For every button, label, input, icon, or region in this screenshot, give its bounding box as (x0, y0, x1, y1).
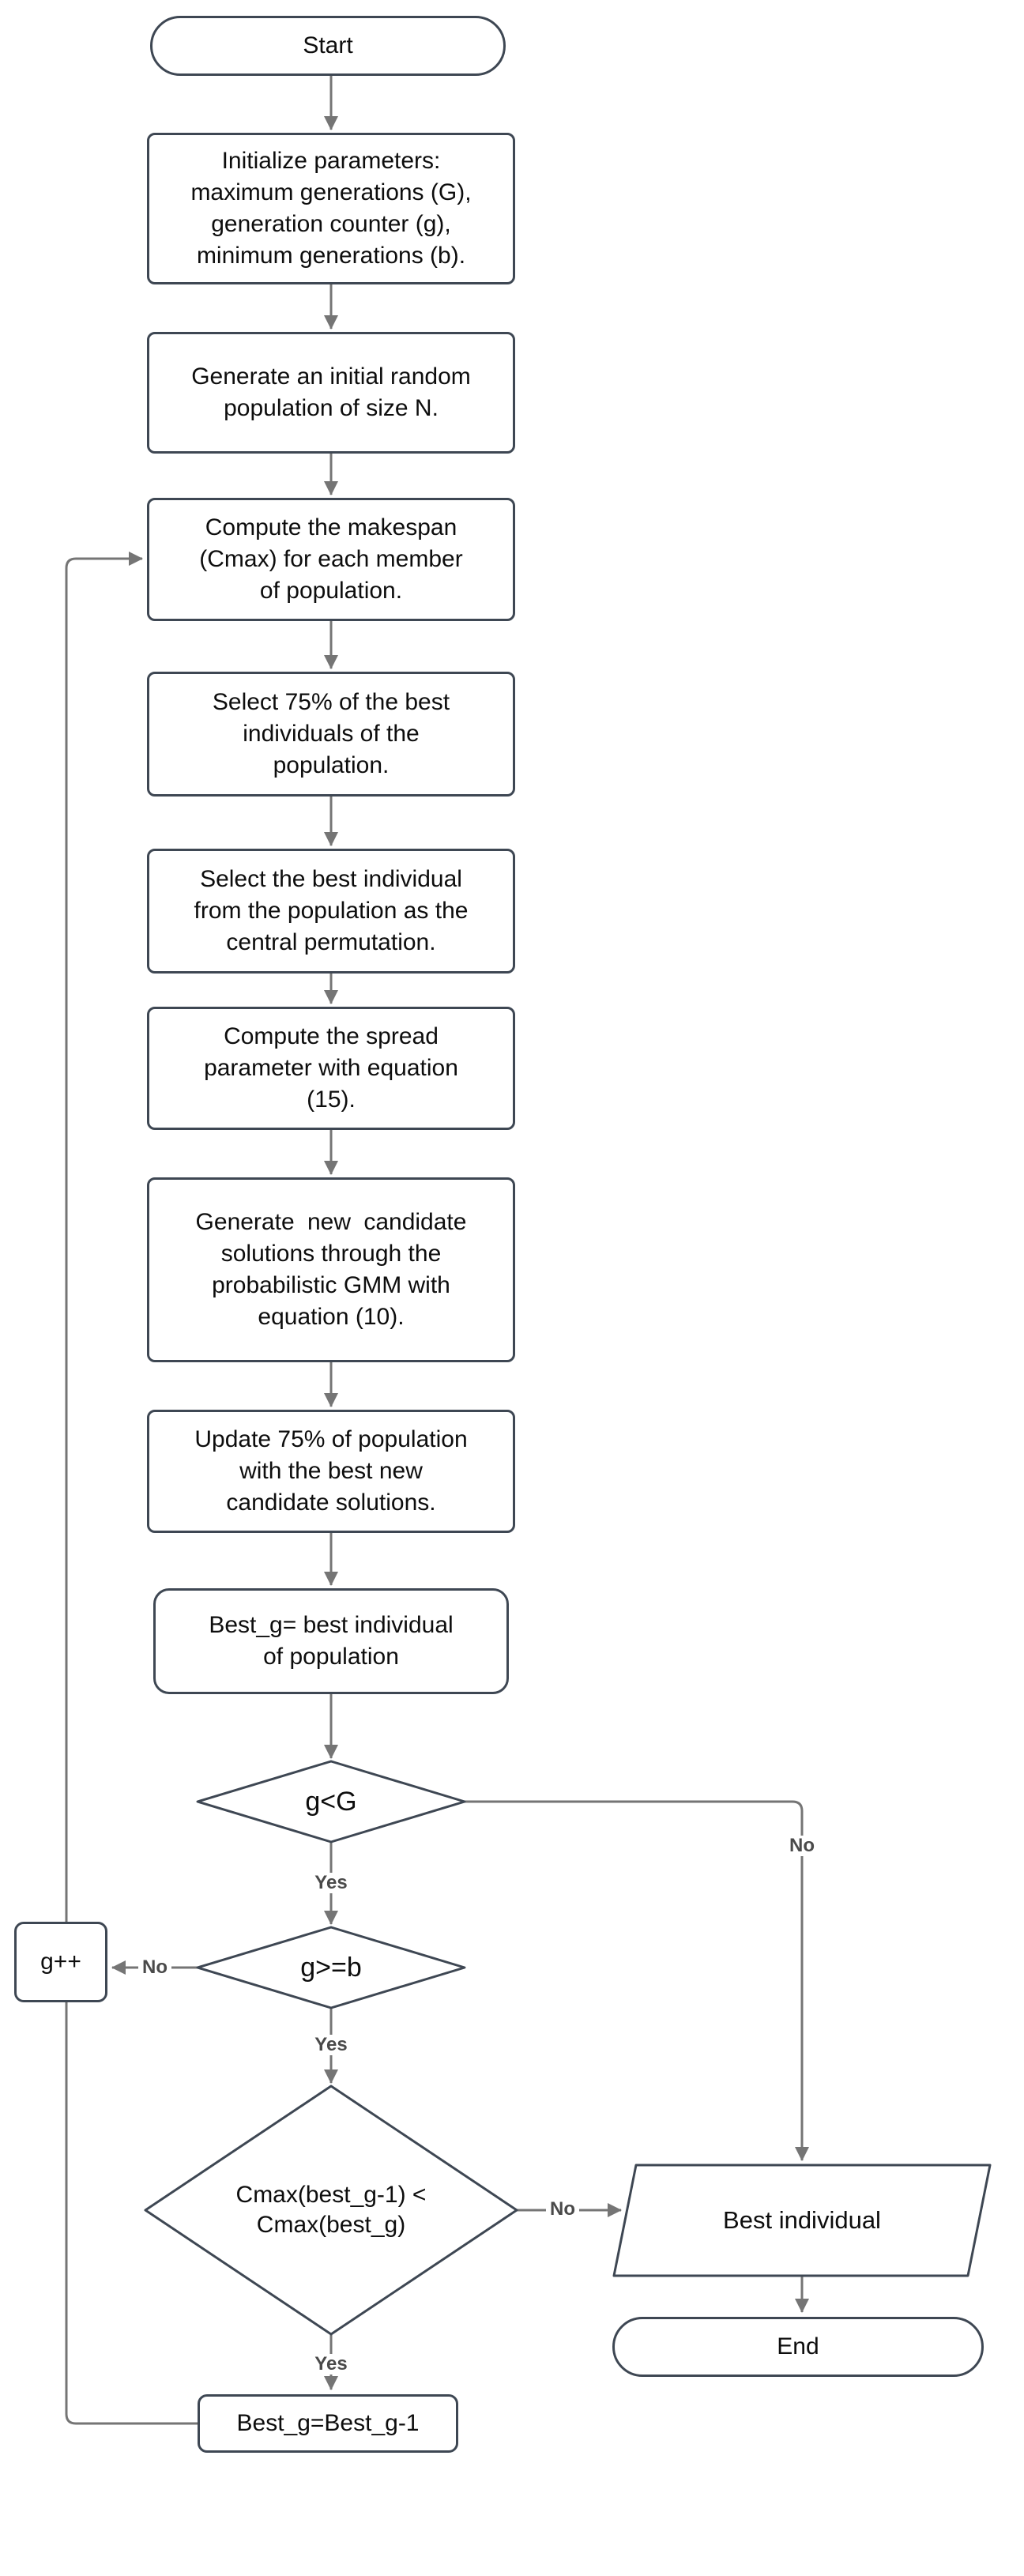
node-best-individual-label: Best individual (614, 2165, 990, 2276)
text-line: Select 75% of the best (212, 689, 450, 715)
text-line: equation (10). (258, 1304, 405, 1330)
text-line: Initialize parameters: (221, 148, 441, 174)
node-best-g-decrement: Best_g=Best_g-1 (198, 2394, 458, 2453)
text-line: parameter with equation (204, 1055, 458, 1081)
edge-label-no-1: No (785, 1836, 819, 1856)
text-line: Generate new candidate (195, 1209, 467, 1235)
node-select-best-individual: Select the best individual from the popu… (147, 849, 515, 974)
best-individual-shape (612, 2164, 992, 2277)
edge-loop-trunk (65, 552, 198, 2425)
node-generate-population: Generate an initial random population of… (147, 332, 515, 454)
text-line: Select the best individual (200, 866, 462, 892)
node-update-population: Update 75% of population with the best n… (147, 1410, 515, 1533)
decision-g-lt-G-shape (196, 1760, 466, 1843)
decision-g-ge-b-shape (196, 1926, 466, 2009)
text-line: candidate solutions. (226, 1489, 436, 1516)
node-end: End (612, 2317, 984, 2377)
text-line: g<G (305, 1786, 357, 1817)
text-line: g++ (40, 1949, 81, 1975)
node-end-label: End (777, 2333, 819, 2359)
text-line: Best individual (723, 2206, 881, 2234)
text-line: population of size N. (224, 395, 439, 421)
node-select-75-percent: Select 75% of the best individuals of th… (147, 672, 515, 797)
text-line: Update 75% of population (194, 1426, 468, 1452)
edge-label-yes-2: Yes (311, 2035, 352, 2055)
node-start: Start (150, 16, 506, 76)
text-line: minimum generations (b). (196, 243, 466, 269)
text-line: solutions through the (220, 1241, 442, 1267)
edge-label-no-2: No (138, 1957, 171, 1978)
text-line: Compute the makespan (205, 514, 457, 540)
node-initialize-parameters: Initialize parameters: maximum generatio… (147, 133, 515, 284)
text-line: Cmax(best_g) (256, 2212, 406, 2238)
text-line: (15). (307, 1087, 356, 1113)
decision-g-lt-G-label: g<G (198, 1761, 465, 1842)
decision-cmax-label: Cmax(best_g-1) < Cmax(best_g) (145, 2086, 517, 2334)
text-line: g>=b (300, 1952, 362, 1983)
decision-g-ge-b-label: g>=b (198, 1927, 465, 2008)
node-compute-makespan: Compute the makespan (Cmax) for each mem… (147, 498, 515, 621)
text-line: (Cmax) for each member (199, 546, 463, 572)
text-line: probabilistic GMM with (212, 1272, 450, 1298)
text-line: generation counter (g), (211, 211, 451, 237)
text-line: from the population as the (194, 898, 469, 924)
edge-label-yes-3: Yes (311, 2354, 352, 2375)
text-line: of population. (259, 578, 403, 604)
text-line: Generate an initial random (191, 363, 471, 390)
edge-dg-no-right-branch (465, 1800, 809, 2161)
text-line: Compute the spread (224, 1023, 439, 1049)
node-generate-candidates: Generate new candidate solutions through… (147, 1177, 515, 1362)
decision-cmax-shape (144, 2085, 518, 2336)
text-line: Best_g= best individual (209, 1612, 454, 1638)
node-g-increment: g++ (14, 1922, 107, 2002)
edge-label-yes-1: Yes (311, 1873, 352, 1893)
text-line: Cmax(best_g-1) < (235, 2182, 427, 2208)
text-line: Best_g=Best_g-1 (236, 2410, 420, 2436)
text-line: central permutation. (226, 929, 436, 955)
text-line: maximum generations (G), (190, 179, 472, 205)
node-compute-spread: Compute the spread parameter with equati… (147, 1007, 515, 1130)
text-line: with the best new (239, 1458, 423, 1484)
node-best-g-assign: Best_g= best individual of population (153, 1588, 509, 1694)
text-line: individuals of the (243, 721, 420, 747)
node-start-label: Start (303, 32, 353, 58)
edge-label-no-3: No (546, 2199, 579, 2220)
text-line: of population (263, 1644, 399, 1670)
text-line: population. (273, 752, 390, 778)
